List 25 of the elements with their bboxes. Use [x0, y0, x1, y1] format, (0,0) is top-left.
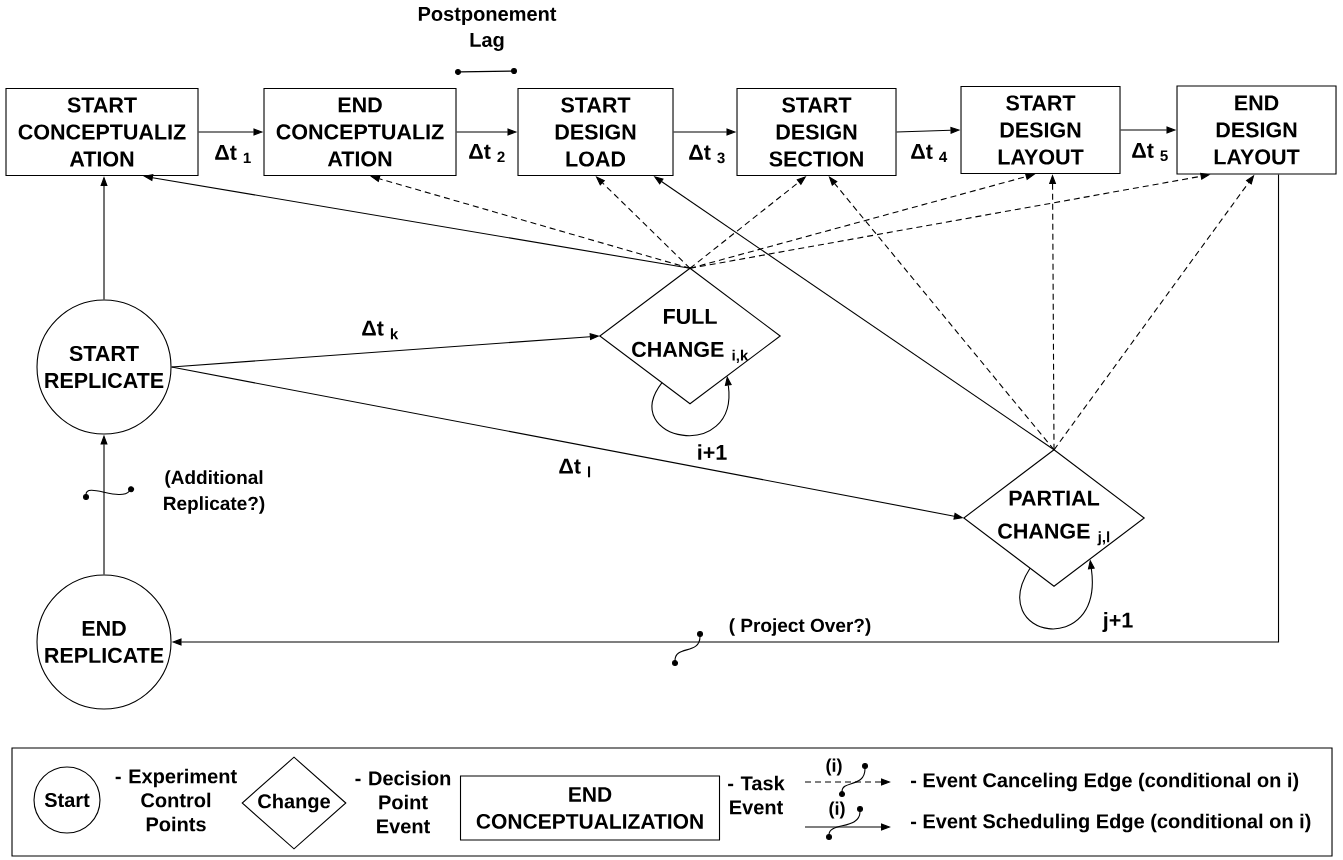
- edge-label: Δt $_{5}$: [1130, 141, 1170, 163]
- edge-label: j+1: [1101, 611, 1135, 634]
- edge-label: i+1: [695, 443, 729, 461]
- edge-label: Δt $_{1}$: [213, 144, 253, 164]
- legend-text: - Task Event: [728, 775, 785, 815]
- edge-label: (Additional Replicate?): [150, 469, 278, 515]
- condition-label: (i): [829, 801, 845, 819]
- task-box: END CONCEPTUALIZ ATION: [263, 87, 457, 177]
- condition-label: (i): [826, 758, 842, 776]
- task-box: START DESIGN SECTION: [736, 87, 897, 177]
- legend-text: - Experiment Control Points: [115, 768, 237, 832]
- task-box: START CONCEPTUALIZ ATION: [5, 87, 199, 177]
- legend-text: - Event Scheduling Edge (conditional on i): [911, 813, 1311, 833]
- lag-label: Postponement Lag: [418, 7, 557, 51]
- task-box: START DESIGN LOAD: [517, 87, 674, 177]
- edge-label: Δt $_{3}$: [687, 143, 727, 165]
- legend-text: - Event Canceling Edge (conditional on i): [911, 772, 1299, 792]
- edge-label: ( Project Over?): [727, 617, 873, 637]
- task-box: START DESIGN LAYOUT: [960, 85, 1121, 175]
- edge-label: Δt $_{4}$: [909, 143, 949, 163]
- task-box: END DESIGN LAYOUT: [1176, 85, 1337, 175]
- edge-label: Δt $_{2}$: [467, 142, 507, 164]
- edge-label: Δt $_{k}$: [360, 319, 400, 341]
- edge-label: Δt $_{l}$: [557, 457, 593, 479]
- legend-text: - Decision Point Event: [355, 770, 451, 834]
